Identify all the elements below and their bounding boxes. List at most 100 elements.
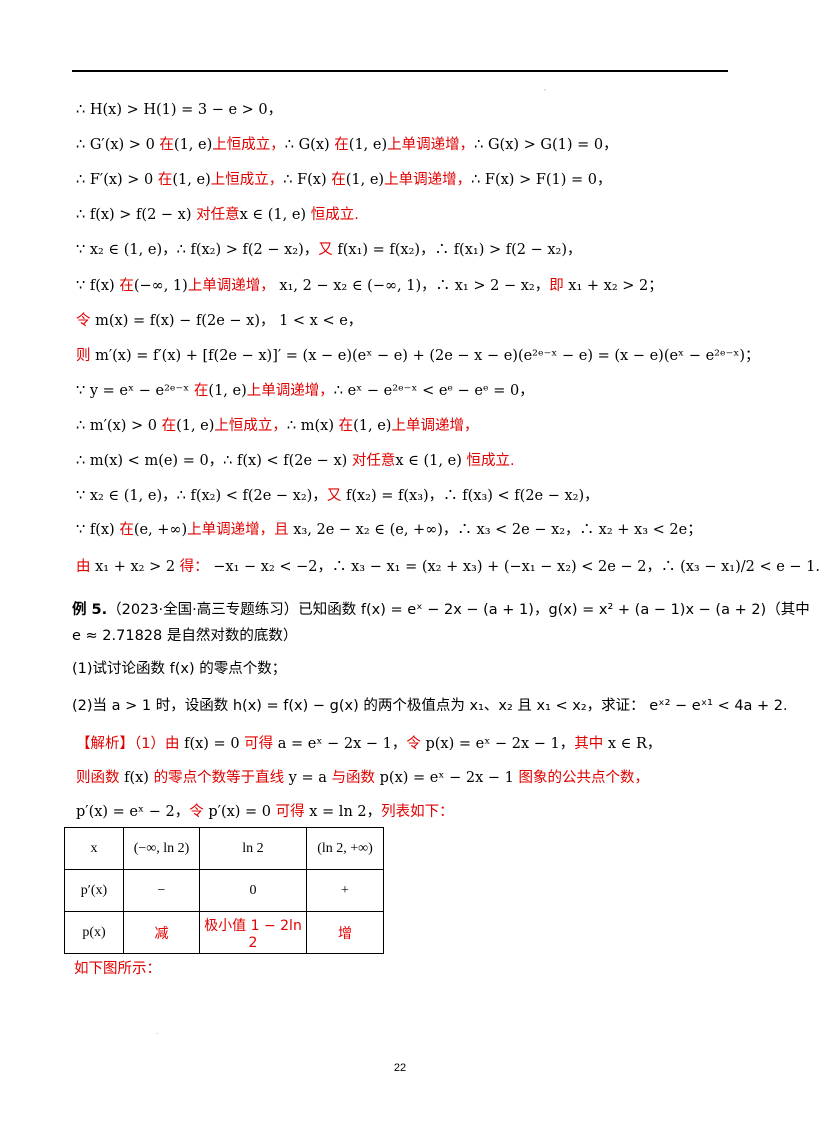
example-heading: 例 5. (72, 602, 108, 618)
math-text: f(x₁) = f(x₂)，∴ f(x₁) > f(2 − x₂)， (332, 242, 582, 258)
math-text: x₃, 2e − x₂ ∈ (e, +∞)，∴ x₃ < 2e − x₂，∴ x… (288, 522, 702, 538)
math-text: (1, e) (176, 418, 215, 434)
red-text: 上单调递增， (384, 172, 472, 188)
math-text: x ∈ (1, e) (395, 453, 467, 469)
math-text: (−∞, 1) (133, 278, 188, 294)
text-line: ∵ x₂ ∈ (1, e)，∴ f(x₂) < f(2e − x₂)，又 f(x… (76, 486, 599, 506)
math-text: ∵ x₂ ∈ (1, e)，∴ f(x₂) > f(2 − x₂)， (76, 242, 319, 258)
math-text: (1, e) (173, 137, 213, 153)
text-line: p′(x) = eˣ − 2，令 p′(x) = 0 可得 x = ln 2，列… (76, 802, 454, 822)
red-text: 由 (76, 559, 91, 575)
sign-table: x (−∞, ln 2) ln 2 (ln 2, +∞) p′(x) − 0 +… (64, 827, 384, 954)
red-text: 即 (549, 278, 564, 294)
red-text: 则函数 (76, 770, 120, 786)
red-text: 可得 (244, 736, 274, 752)
red-text: 【解析】（1）由 (76, 736, 180, 752)
text-line: ∴ f(x) > f(2 − x) 对任意x ∈ (1, e) 恒成立. (76, 205, 359, 225)
math-text: −x₁ − x₂ < −2，∴ x₃ − x₁ = (x₂ + x₃) + (−… (208, 559, 820, 575)
text-line: 例 5.（2023·全国·高三专题练习）已知函数 f(x) = eˣ − 2x … (72, 600, 810, 620)
table-cell: 0 (199, 869, 307, 912)
math-text: p(x) = eˣ − 2x − 1 (375, 770, 519, 786)
red-text: 上恒成立， (212, 137, 285, 153)
math-text: f(x) = 0 (179, 736, 245, 752)
table-cell: + (306, 869, 384, 912)
header-rule (72, 70, 728, 72)
table-row: x (−∞, ln 2) ln 2 (ln 2, +∞) (64, 827, 384, 870)
red-text: 在 (119, 522, 134, 538)
red-text: 与函数 (331, 770, 376, 786)
red-text: 上恒成立， (210, 172, 284, 188)
text-line: 令 m(x) = f(x) − f(2e − x)， 1 < x < e， (76, 311, 362, 331)
math-text: x₁, 2 − x₂ ∈ (−∞, 1)，∴ x₁ > 2 − x₂， (274, 278, 550, 294)
math-text: (1)试讨论函数 f(x) 的零点个数； (72, 661, 287, 677)
table-row: p(x) 减 极小值 1 − 2ln 2 增 (64, 911, 384, 954)
text-line: ∴ H(x) > H(1) = 3 − e > 0， (76, 100, 282, 120)
red-text: 在 (331, 172, 346, 188)
red-text: 又 (326, 488, 342, 504)
math-text: ∵ x₂ ∈ (1, e)，∴ f(x₂) < f(2e − x₂)， (76, 488, 327, 504)
red-text: 在 (334, 137, 349, 153)
math-text: ∴ m(x) < m(e) = 0，∴ f(x) < f(2e − x) (76, 453, 352, 469)
text-line: 【解析】（1）由 f(x) = 0 可得 a = eˣ − 2x − 1，令 p… (76, 734, 661, 754)
table-cell: (−∞, ln 2) (123, 827, 200, 870)
math-text: ∴ eˣ − e²ᵉ⁻ˣ < eᵉ − eᵉ = 0， (333, 383, 534, 399)
math-text: x₁ + x₂ > 2 (90, 559, 180, 575)
text-line: (1)试讨论函数 f(x) 的零点个数； (72, 659, 286, 679)
red-text: 在 (338, 418, 354, 434)
table-cell: ln 2 (199, 827, 307, 870)
table-cell: − (123, 869, 200, 912)
math-text: ∵ f(x) (76, 522, 120, 538)
corner-mark: , (544, 84, 547, 92)
table-row: p′(x) − 0 + (64, 869, 384, 912)
math-text: p′(x) = 0 (203, 804, 276, 820)
math-text: m′(x) = f′(x) + [f(2e − x)]′ = (x − e)(e… (90, 348, 760, 364)
red-text: 在 (157, 172, 173, 188)
red-text: 恒成立. (466, 453, 515, 469)
math-text: (1, e) (353, 418, 392, 434)
red-text: 得： (179, 559, 209, 575)
table-cell: 减 (123, 911, 200, 954)
table-followup-text: 如下图所示： (74, 961, 161, 977)
text-line: e ≈ 2.71828 是自然对数的底数） (72, 626, 297, 646)
page-number: 22 (393, 1062, 407, 1074)
text-line: ∴ F′(x) > 0 在(1, e)上恒成立，∴ F(x) 在(1, e)上单… (76, 170, 612, 190)
red-text: 令 (189, 804, 204, 820)
math-text: y = a (284, 770, 332, 786)
text-line: 则 m′(x) = f′(x) + [f(2e − x)]′ = (x − e)… (76, 346, 760, 366)
math-text: （2023·全国·高三专题练习）已知函数 f(x) = eˣ − 2x − (a… (107, 602, 810, 618)
math-text: e ≈ 2.71828 是自然对数的底数） (72, 628, 298, 644)
math-text: ∴ f(x) > f(2 − x) (76, 207, 197, 223)
red-text: 上单调递增，且 (187, 522, 289, 538)
text-line: ∵ f(x) 在(e, +∞)上单调递增，且 x₃, 2e − x₂ ∈ (e,… (76, 520, 702, 540)
math-text: a = eˣ − 2x − 1， (273, 736, 407, 752)
math-text: ∴ H(x) > H(1) = 3 − e > 0， (76, 102, 283, 118)
table-cell: p′(x) (64, 869, 124, 912)
math-text: m(x) = f(x) − f(2e − x)， 1 < x < e， (90, 313, 363, 329)
text-line: 由 x₁ + x₂ > 2 得： −x₁ − x₂ < −2，∴ x₃ − x₁… (76, 557, 820, 577)
red-text: 在 (119, 278, 134, 294)
math-text: f(x) (119, 770, 154, 786)
math-text: f(x₂) = f(x₃)，∴ f(x₃) < f(2e − x₂)， (341, 488, 599, 504)
red-text: 的零点个数等于直线 (153, 770, 285, 786)
red-text: 又 (318, 242, 333, 258)
text-line: ∴ m(x) < m(e) = 0，∴ f(x) < f(2e − x) 对任意… (76, 451, 515, 471)
math-text: ∴ F(x) > F(1) = 0， (471, 172, 612, 188)
math-text: ∴ F′(x) > 0 (76, 172, 158, 188)
red-text: 在 (159, 137, 174, 153)
red-text: 在 (193, 383, 209, 399)
math-text: ∴ F(x) (283, 172, 332, 188)
math-text: p(x) = eˣ − 2x − 1， (420, 736, 575, 752)
red-text: 对任意 (196, 207, 240, 223)
math-text: ∴ m(x) (286, 418, 339, 434)
red-text: 上单调递增， (187, 278, 275, 294)
math-text: ∵ y = eˣ − e²ᵉ⁻ˣ (76, 383, 194, 399)
math-text: ∴ G(x) > G(1) = 0， (474, 137, 618, 153)
red-text: 则 (76, 348, 91, 364)
math-text: x ∈ R， (603, 736, 662, 752)
text-line: ∵ f(x) 在(−∞, 1)上单调递增， x₁, 2 − x₂ ∈ (−∞, … (76, 276, 663, 296)
math-text: ∵ f(x) (76, 278, 120, 294)
stray-mark: . (156, 1028, 159, 1036)
red-text: 列表如下： (381, 804, 454, 820)
math-text: (1, e) (208, 383, 247, 399)
table-cell: x (64, 827, 124, 870)
